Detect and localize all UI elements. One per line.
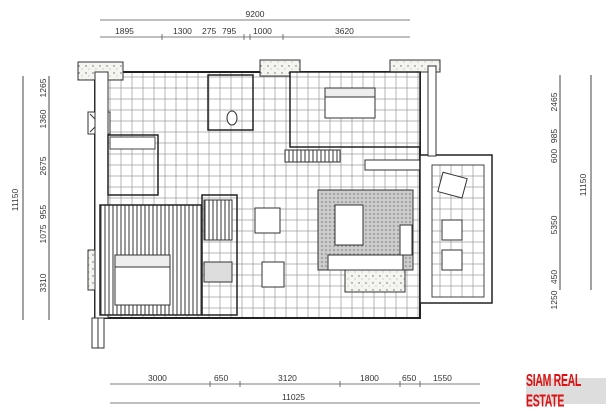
bottom-dim: 650 — [214, 373, 228, 383]
top-dim: 795 — [222, 26, 236, 36]
top-dimension-lines — [100, 19, 410, 40]
bottom-dim: 1800 — [360, 373, 379, 383]
right-dim-texts: 11150 2465 985 600 5350 450 1250 — [549, 92, 588, 309]
top-dim: 1000 — [253, 26, 272, 36]
logo-text: SIAM REAL ESTATE — [526, 370, 581, 411]
right-dim: 985 — [549, 129, 559, 143]
left-dim: 1075 — [38, 224, 48, 243]
siam-real-estate-logo: SIAM REAL ESTATE — [526, 371, 606, 411]
top-total-dim: 9200 — [246, 9, 265, 19]
top-dim: 275 — [202, 26, 216, 36]
left-dim: 955 — [38, 205, 48, 219]
plan-drawing — [77, 59, 493, 349]
right-dim: 600 — [549, 149, 559, 163]
bottom-dimension-lines — [110, 381, 480, 404]
right-dim: 1250 — [549, 290, 559, 309]
top-dim: 3620 — [335, 26, 354, 36]
top-dim: 1300 — [173, 26, 192, 36]
right-dim: 450 — [549, 270, 559, 284]
right-dim: 2465 — [549, 92, 559, 111]
right-total-dim: 11150 — [578, 174, 588, 197]
left-dim: 1265 — [38, 78, 48, 97]
bottom-dim: 1550 — [433, 373, 452, 383]
bottom-dim: 650 — [402, 373, 416, 383]
bottom-dim: 3000 — [148, 373, 167, 383]
left-dimension-lines — [22, 76, 50, 320]
left-dim: 1360 — [38, 109, 48, 128]
bottom-total-dim: 11025 — [282, 392, 305, 402]
left-dim-texts: 11150 1265 1360 2675 955 1075 3310 — [10, 78, 48, 292]
left-dim: 2675 — [38, 156, 48, 175]
bottom-dim: 3120 — [278, 373, 297, 383]
left-total-dim: 11150 — [10, 189, 20, 212]
right-dim: 5350 — [549, 215, 559, 234]
top-dim: 1895 — [115, 26, 134, 36]
left-dim: 3310 — [38, 273, 48, 292]
right-dimension-lines — [559, 75, 592, 290]
